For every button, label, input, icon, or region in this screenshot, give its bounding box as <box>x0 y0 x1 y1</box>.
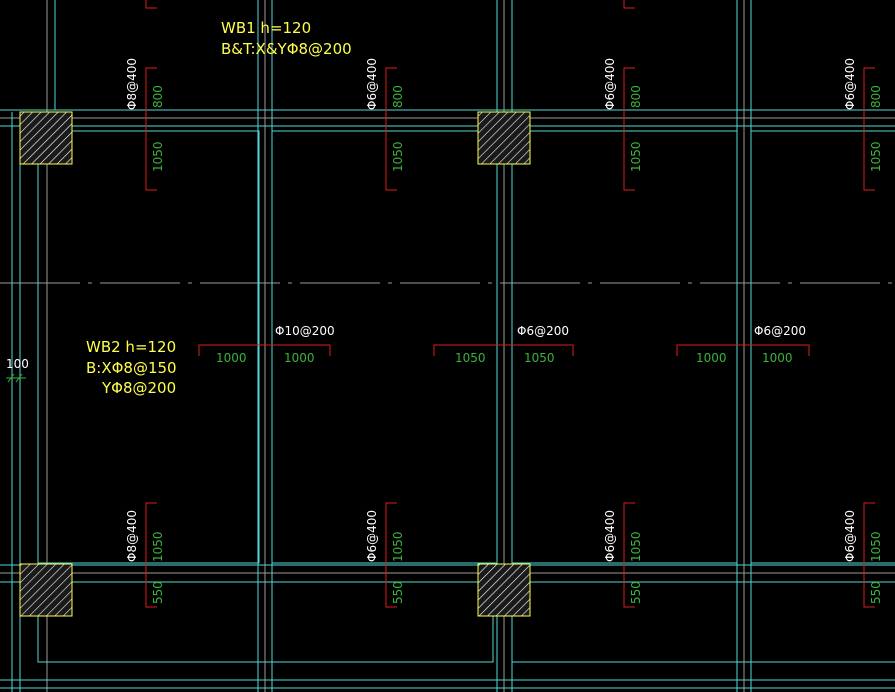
top-rebar-upper-dim: 800 <box>151 85 165 108</box>
column <box>477 111 531 165</box>
bottom-rebar-upper-dim: 1050 <box>151 531 165 562</box>
column <box>477 563 531 617</box>
wb2-rebar-x: B:XΦ8@150 <box>86 359 177 377</box>
top-rebar-labels: Φ8@400 800 1050 Φ6@400 800 1050 Φ6@400 8… <box>125 58 883 172</box>
edge-dim-value: 100 <box>6 357 29 371</box>
bottom-rebar-lower-dim: 550 <box>151 581 165 604</box>
wb1-title: WB1 h=120 <box>221 19 311 37</box>
top-rebar-spec: Φ6@400 <box>365 58 379 110</box>
top-rebar-lower-dim: 1050 <box>391 141 405 172</box>
bottom-rebar-bar <box>385 502 397 608</box>
edge-dim-tick <box>15 373 23 383</box>
bottom-rebar-lower-dim: 550 <box>629 581 643 604</box>
mid-rebar-bar <box>433 344 574 356</box>
mid-rebar-labels: Φ10@200 1000 1000 Φ6@200 1050 1050 Φ6@20… <box>216 324 806 365</box>
top-rebar-spec: Φ6@400 <box>843 58 857 110</box>
bottom-rebar-upper-dim: 1050 <box>391 531 405 562</box>
mid-rebar-left-dim: 1000 <box>216 351 247 365</box>
bottom-rebar-spec: Φ6@400 <box>843 510 857 562</box>
bottom-rebar-bar <box>623 502 635 608</box>
top-rebar-lower-dim: 1050 <box>151 141 165 172</box>
column <box>19 111 73 165</box>
slab-panel-outline <box>511 581 895 663</box>
wb2-title: WB2 h=120 <box>86 338 176 356</box>
slab-panel-outline <box>511 130 738 564</box>
bottom-rebar-upper-dim: 1050 <box>869 531 883 562</box>
slab-note-wb1: WB1 h=120 B&T:X&YΦ8@200 <box>221 19 352 58</box>
mid-rebar-spec: Φ10@200 <box>275 324 335 338</box>
top-rebar-upper-dim: 800 <box>391 85 405 108</box>
bottom-rebar-spec: Φ6@400 <box>603 510 617 562</box>
edge-dimension: 100 <box>6 357 29 383</box>
slab-note-wb2: WB2 h=120 B:XΦ8@150 YΦ8@200 <box>86 338 177 397</box>
bottom-rebar-labels: Φ8@400 1050 550 Φ6@400 1050 550 Φ6@400 1… <box>125 510 883 604</box>
top-rebar-lower-dim: 1050 <box>629 141 643 172</box>
mid-rebar-left-dim: 1050 <box>455 351 486 365</box>
top-rebar-upper-dim: 800 <box>869 85 883 108</box>
top-rebar-spec: Φ6@400 <box>603 58 617 110</box>
mid-rebar-spec: Φ6@200 <box>754 324 806 338</box>
mid-rebar-bar <box>676 344 810 356</box>
bottom-rebar-upper-dim: 1050 <box>629 531 643 562</box>
edge-dim-tick <box>7 373 15 383</box>
columns <box>19 111 531 617</box>
bottom-rebar-bar <box>145 502 157 608</box>
mid-rebar-right-dim: 1000 <box>762 351 793 365</box>
top-rebar-bar <box>385 67 397 191</box>
bottom-rebar-lower-dim: 550 <box>869 581 883 604</box>
top-rebar-bar <box>145 67 157 191</box>
wb2-rebar-y: YΦ8@200 <box>101 379 176 397</box>
top-rebar-upper-dim: 800 <box>629 85 643 108</box>
mid-rebar-spec: Φ6@200 <box>517 324 569 338</box>
wb1-rebar: B&T:X&YΦ8@200 <box>221 40 352 58</box>
top-rebar-bar <box>623 67 635 191</box>
slab-panel-outline <box>37 581 494 663</box>
bottom-rebar-lower-dim: 550 <box>391 581 405 604</box>
bottom-rebar-bar <box>863 502 875 608</box>
slab-panel-outline <box>37 130 260 564</box>
column <box>19 563 73 617</box>
mid-rebar-right-dim: 1000 <box>284 351 315 365</box>
slab-panel-outline <box>271 130 498 564</box>
mid-rebar-right-dim: 1050 <box>524 351 555 365</box>
bottom-rebar-spec: Φ8@400 <box>125 510 139 562</box>
top-rebar-bar <box>623 0 635 9</box>
rebar-marks <box>145 0 875 608</box>
top-rebar-bar <box>145 0 157 9</box>
slab-panel-outline <box>750 130 895 564</box>
top-rebar-lower-dim: 1050 <box>869 141 883 172</box>
mid-rebar-bar <box>198 344 331 356</box>
bottom-rebar-spec: Φ6@400 <box>365 510 379 562</box>
top-rebar-spec: Φ8@400 <box>125 58 139 110</box>
top-rebar-bar <box>863 67 875 191</box>
mid-rebar-left-dim: 1000 <box>696 351 727 365</box>
